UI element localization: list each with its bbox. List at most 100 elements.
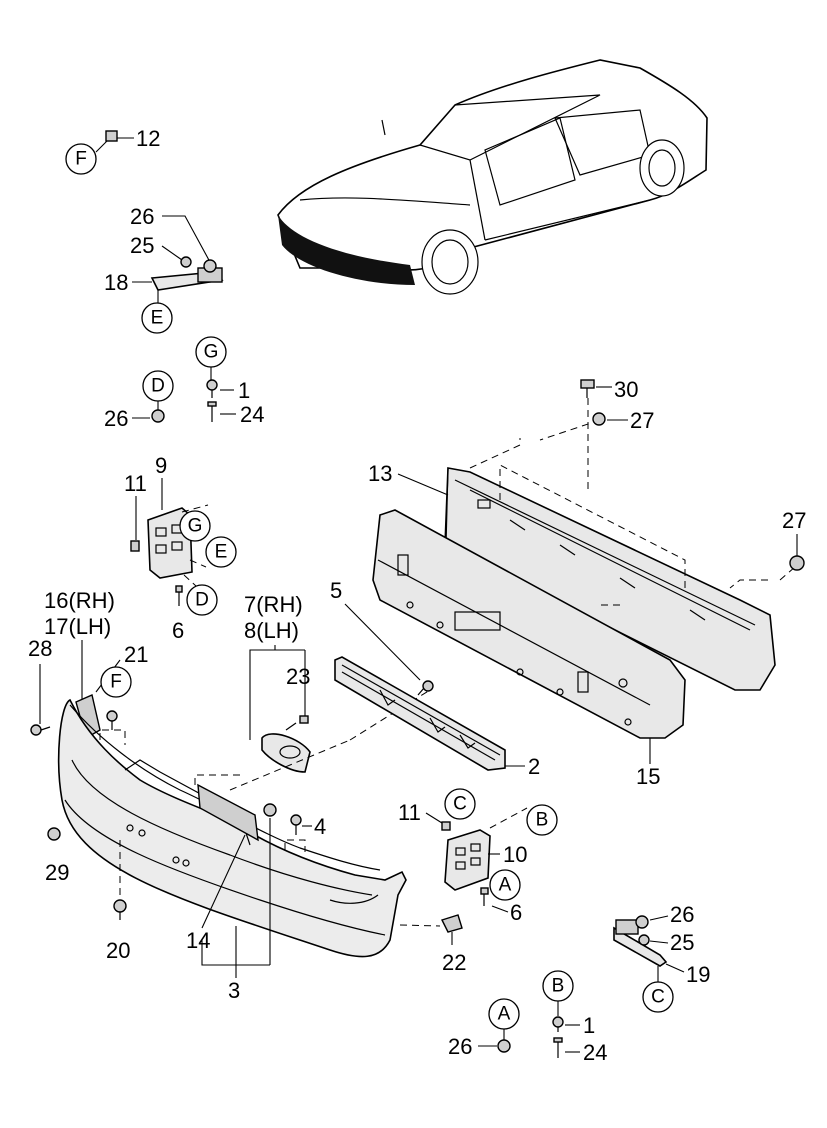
energy-absorber-15: 15	[372, 509, 686, 789]
bolt-30-icon	[580, 379, 595, 389]
callout-e: E	[151, 308, 164, 329]
callout-f: F	[110, 672, 122, 693]
callout-c: C	[651, 987, 665, 1008]
clip-20-icon	[113, 899, 127, 913]
label-6: 6	[510, 900, 522, 925]
bolt-group-b: B 1 24	[542, 970, 607, 1065]
label-20: 20	[106, 938, 130, 963]
callout-f: F	[75, 149, 87, 170]
callout-e: E	[215, 542, 228, 563]
reinforcement-13: 13	[368, 461, 776, 691]
nut-26-icon	[151, 409, 165, 423]
screw-28-icon	[30, 724, 42, 736]
clip-5-icon	[422, 680, 434, 692]
callout-b: B	[536, 810, 549, 831]
label-18: 18	[104, 270, 128, 295]
bolt-30-group: 30 27	[580, 377, 654, 433]
callout-d: D	[195, 590, 209, 611]
label-14: 14	[186, 928, 210, 953]
label-30: 30	[614, 377, 638, 402]
label-23: 23	[286, 664, 310, 689]
nut-27-icon	[789, 555, 805, 571]
label-9: 9	[155, 453, 167, 478]
label-24: 24	[583, 1040, 607, 1065]
bracket-10-group: 11 C B 10 A 6 22	[398, 788, 558, 975]
clip-icon	[106, 710, 118, 722]
label-26: 26	[104, 406, 128, 431]
label-27: 27	[630, 408, 654, 433]
nut-29-icon	[47, 827, 61, 841]
grille-support-icon	[334, 656, 506, 771]
bolt-25-icon	[638, 934, 650, 946]
label-19: 19	[686, 962, 710, 987]
fog-lamp-7-8: 7(RH) 8(LH) 23	[229, 592, 431, 791]
label-6: 6	[172, 618, 184, 643]
bracket-10-icon	[444, 829, 491, 891]
label-26: 26	[130, 204, 154, 229]
bumper-cover-3	[57, 698, 407, 958]
side-bracket-16-17: 16(RH) 17(LH) 28 21 F	[28, 588, 148, 740]
grille-support-2: 5 2	[330, 578, 540, 779]
label-11: 11	[398, 800, 421, 825]
front-bumper-highlight	[278, 215, 415, 285]
label-4: 4	[314, 814, 326, 839]
label-1: 1	[583, 1013, 595, 1038]
bracket-19-group: 26 25 19 C	[613, 902, 710, 1013]
callout-f-circle	[65, 143, 97, 175]
callout-c: C	[453, 794, 467, 815]
label-25: 25	[130, 233, 154, 258]
label-13: 13	[368, 461, 392, 486]
clip-11-icon	[441, 821, 451, 831]
label-15: 15	[636, 764, 660, 789]
callout-d: D	[151, 376, 165, 397]
bumper-cover-icon	[57, 698, 407, 958]
bolt-group-g: G 1 24	[195, 336, 264, 427]
bumper-fasteners: 29 20 4 14 3	[45, 710, 326, 1003]
fog-lamp-icon	[261, 733, 311, 773]
bolt-1-icon	[206, 379, 218, 391]
bracket-22-icon	[441, 914, 463, 933]
callout-g: G	[204, 342, 219, 363]
callout-b: B	[552, 976, 565, 997]
car-illustration	[277, 59, 708, 295]
label-26: 26	[670, 902, 694, 927]
bracket-19-icon	[613, 926, 668, 967]
label-1: 1	[238, 378, 250, 403]
label-5: 5	[330, 578, 342, 603]
bracket-9-group: 9 11 G E D 6	[124, 453, 237, 643]
nut-group-d: D 26	[104, 370, 174, 431]
label-16-rh: 16(RH)	[44, 588, 115, 613]
label-28: 28	[28, 636, 52, 661]
nut-icon	[263, 803, 277, 817]
nut-26-icon	[203, 259, 217, 273]
part-12-group: F 12	[65, 126, 160, 175]
clip-4-icon	[290, 814, 302, 826]
nut-27-icon	[592, 412, 606, 426]
bolt-25-icon	[180, 256, 192, 268]
bracket-18-group: 26 25 18 E	[104, 204, 224, 334]
screw-23-icon	[299, 715, 309, 724]
label-12: 12	[136, 126, 160, 151]
label-24: 24	[240, 402, 264, 427]
nut-group-a: A 26	[448, 998, 520, 1059]
callout-a: A	[499, 875, 512, 896]
callout-g: G	[188, 516, 203, 537]
label-22: 22	[442, 950, 466, 975]
clip-11-icon	[130, 540, 140, 552]
label-17-lh: 17(LH)	[44, 614, 111, 639]
label-21: 21	[124, 642, 148, 667]
label-7-rh: 7(RH)	[244, 592, 303, 617]
label-27: 27	[782, 508, 806, 533]
nut-26-icon	[635, 915, 649, 929]
label-10: 10	[503, 842, 527, 867]
label-8-lh: 8(LH)	[244, 618, 299, 643]
label-2: 2	[528, 754, 540, 779]
nut-27-right: 27	[782, 508, 806, 571]
nut-26-icon	[497, 1039, 511, 1053]
label-25: 25	[670, 930, 694, 955]
clip-12-icon	[105, 130, 118, 142]
label-3: 3	[228, 978, 240, 1003]
label-29: 29	[45, 860, 69, 885]
energy-absorber-icon	[372, 509, 686, 739]
